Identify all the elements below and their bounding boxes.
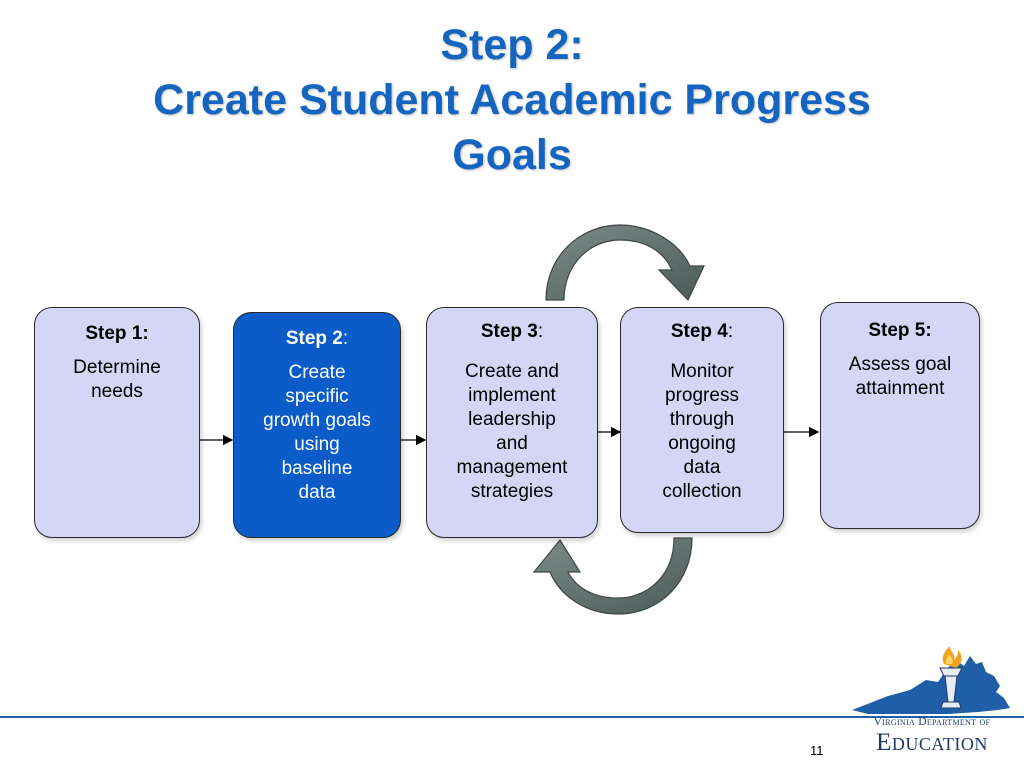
step-1-box: Step 1: Determine needs [34, 307, 200, 538]
step-1-text: Determine needs [73, 357, 161, 402]
loop-arrow-top [545, 224, 705, 302]
logo-text-department: Virginia Department of [873, 716, 991, 728]
step-2-box: Step 2: Create specific growth goals usi… [233, 312, 401, 538]
step-5-box: Step 5: Assess goal attainment [820, 302, 980, 529]
loop-arrow-bottom [532, 537, 693, 615]
step-4-box: Step 4: Monitor progress through ongoing… [620, 307, 784, 533]
page-number: 11 [810, 743, 824, 758]
title-line-2: Create Student Academic Progress [153, 76, 871, 124]
step-1-heading: Step 1: [85, 323, 149, 344]
step-2-text: Create specific growth goals using basel… [263, 362, 371, 503]
footer-divider [0, 716, 1024, 718]
virginia-state-shape [852, 656, 1010, 714]
step-5-text: Assess goal attainment [848, 354, 952, 399]
title-line-1: Step 2: [440, 21, 584, 69]
step-3-text: Create and implement leadership and mana… [456, 361, 568, 502]
torch-icon [939, 646, 963, 709]
step-2-heading: Step 2: [285, 328, 349, 349]
vdoe-logo [852, 646, 1010, 714]
logo-text-education: Education [876, 729, 988, 756]
title-line-3: Goals [452, 131, 572, 179]
step-3-heading: Step 3: [480, 321, 544, 342]
step-5-heading: Step 5: [868, 320, 932, 341]
step-3-box: Step 3: Create and implement leadership … [426, 307, 598, 538]
step-4-text: Monitor progress through ongoing data co… [662, 361, 742, 502]
slide-title: Step 2: Create Student Academic Progress… [0, 18, 1024, 183]
step-4-heading: Step 4: [670, 321, 734, 342]
